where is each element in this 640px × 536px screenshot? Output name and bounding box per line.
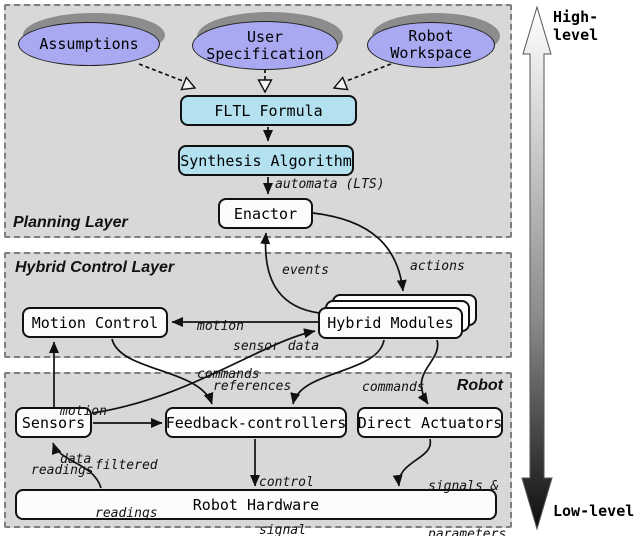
user-specification-label-line2: Specification xyxy=(206,44,324,63)
user-specification-label-line1: User xyxy=(246,27,284,46)
control-signal-line1: control xyxy=(259,475,314,490)
synthesis-algorithm-label: Synthesis Algorithm xyxy=(180,151,352,170)
sensors-node: Sensors xyxy=(15,407,92,438)
edge-assumptions-to-fltl xyxy=(138,63,189,84)
motion-control-node: Motion Control xyxy=(22,307,168,338)
high-level-label: High-level xyxy=(553,8,599,44)
fltl-formula-label: FLTL Formula xyxy=(214,101,323,120)
actions-edge-label: actions xyxy=(410,259,465,274)
assumptions-label: Assumptions xyxy=(39,34,139,53)
hybrid-control-layer-title: Hybrid Control Layer xyxy=(15,259,175,276)
edge-references-hybrid xyxy=(290,339,385,405)
fltl-formula-node: FLTL Formula xyxy=(180,95,357,126)
events-edge-label: events xyxy=(282,263,329,278)
motion-data-edge-label: motion data xyxy=(60,372,107,500)
edge-references-motion xyxy=(111,338,214,405)
motion-commands-edge-label: motion commands xyxy=(197,287,260,415)
filtered-readings-line1: filtered xyxy=(95,458,158,473)
edge-signals-parameters xyxy=(392,438,432,487)
robot-hardware-node: Robot Hardware xyxy=(15,489,497,520)
robot-workspace-node: Robot Workspace xyxy=(367,22,495,68)
motion-data-line2: data xyxy=(60,452,92,467)
hybrid-modules-node: Hybrid Modules xyxy=(318,307,463,339)
edge-commands xyxy=(417,339,439,405)
feedback-controllers-label: Feedback-controllers xyxy=(165,413,347,432)
commands-edge-label: commands xyxy=(362,380,425,395)
filtered-readings-edge-label: filtered readings xyxy=(95,426,158,536)
robot-workspace-label-line2: Workspace xyxy=(390,44,472,62)
automata-lts-edge-label: automata (LTS) xyxy=(275,177,385,192)
hollow-arrowhead xyxy=(180,76,197,91)
planning-layer-title: Planning Layer xyxy=(13,214,128,231)
hollow-arrowhead xyxy=(332,76,349,91)
motion-commands-line2: commands xyxy=(197,367,260,382)
low-level-label: Low-level xyxy=(553,502,635,520)
filtered-readings-line2: readings xyxy=(95,506,158,521)
robot-layer-title: Robot xyxy=(456,377,503,394)
signals-parameters-line1: signals & xyxy=(428,479,499,494)
robot-workspace-label-line1: Robot xyxy=(408,27,454,45)
feedback-controllers-node: Feedback-controllers xyxy=(165,407,347,438)
readings-edge-label: readings xyxy=(31,463,94,478)
sensors-label: Sensors xyxy=(21,413,86,432)
edge-readings xyxy=(51,442,102,489)
assumptions-node: Assumptions xyxy=(18,22,160,66)
sensor-data-edge-label: sensor data xyxy=(233,339,320,354)
robot-hardware-label: Robot Hardware xyxy=(192,495,320,514)
synthesis-algorithm-node: Synthesis Algorithm xyxy=(178,145,354,176)
motion-data-line1: motion xyxy=(60,404,107,419)
edge-sensor-data xyxy=(92,328,316,414)
motion-commands-line1: motion xyxy=(197,319,244,334)
direct-actuators-node: Direct Actuators xyxy=(357,407,503,438)
signals-parameters-line2: parameters xyxy=(428,527,507,536)
high-low-gradient-arrow-icon xyxy=(521,5,553,531)
references-edge-label: references xyxy=(213,379,292,394)
hollow-arrowhead xyxy=(257,79,273,94)
edge-events xyxy=(260,232,320,314)
edge-workspace-to-fltl xyxy=(340,63,392,84)
control-signal-line2: signal xyxy=(259,523,306,536)
motion-control-label: Motion Control xyxy=(31,313,159,332)
user-specification-node: User Specification xyxy=(192,21,338,70)
control-signal-edge-label: control signal xyxy=(259,443,314,536)
signals-parameters-edge-label: signals & parameters xyxy=(428,447,506,536)
edge-actions xyxy=(312,212,407,292)
enactor-node: Enactor xyxy=(218,198,313,229)
direct-actuators-label: Direct Actuators xyxy=(357,413,503,432)
enactor-label: Enactor xyxy=(233,204,298,223)
hybrid-modules-label: Hybrid Modules xyxy=(327,314,454,332)
